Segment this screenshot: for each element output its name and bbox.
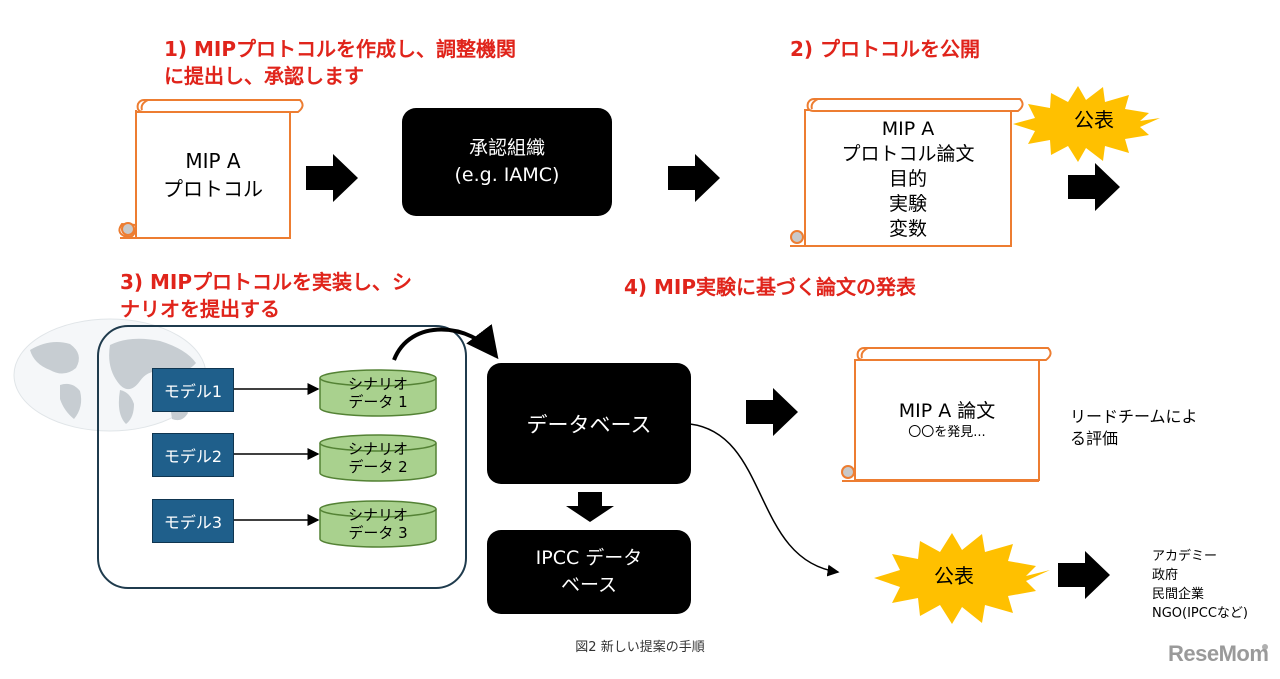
resemom-logo: ReseMom <box>1168 641 1269 666</box>
paper-scroll-subtitle: 〇〇を発見... <box>908 425 986 440</box>
approval-line1: 承認組織 <box>468 137 545 159</box>
scenario-data-3-line1: シナリオ <box>347 506 408 524</box>
scenario-data-2-label: シナリオ データ 2 <box>322 440 434 476</box>
scenario-data-2-line1: シナリオ <box>347 440 408 458</box>
model-3-box: モデル3 <box>152 499 234 543</box>
publish-curve-arrow <box>689 423 840 577</box>
publish-label-top: 公表 <box>1074 108 1114 132</box>
block-arrow-2 <box>668 154 720 202</box>
step3-heading-line1: 3) MIPプロトコルを実装し、シ <box>120 270 413 294</box>
scenario-cylinder-2 <box>319 434 437 482</box>
protocol-paper-line1: MIP A <box>881 117 935 140</box>
protocol-paper-line4: 実験 <box>888 192 927 215</box>
block-arrow-5 <box>1058 551 1110 599</box>
figure-caption: 図2 新しい提案の手順 <box>575 640 705 655</box>
protocol-scroll-line2: プロトコル <box>163 177 263 201</box>
protocol-scroll-line1: MIP A <box>185 149 241 173</box>
protocol-scroll-text: MIP A プロトコル <box>138 140 288 210</box>
logo-dot <box>1262 644 1268 650</box>
model-2-box: モデル2 <box>152 433 234 477</box>
scenario-data-1-line2: データ 1 <box>348 393 408 411</box>
scenario-cylinder-3 <box>319 500 437 548</box>
step1-heading-line1: 1) MIPプロトコルを作成し、調整機関 <box>164 37 517 61</box>
database-box: データベース <box>487 363 691 484</box>
block-arrow-4 <box>746 388 798 436</box>
protocol-paper-scroll <box>790 98 1024 247</box>
step4-heading: 4) MIP実験に基づく論文の発表 <box>624 275 917 299</box>
publish-burst-top <box>1013 86 1160 162</box>
publish-label-bottom: 公表 <box>934 564 974 588</box>
ipcc-db-line2: ベース <box>560 574 618 596</box>
protocol-paper-line5: 変数 <box>888 217 927 240</box>
submit-curve-arrow <box>392 324 499 361</box>
step1-heading-line2: に提出し、承認します <box>164 64 364 88</box>
paper-scroll-text: MIP A 論文 〇〇を発見... <box>858 392 1036 448</box>
scenario-data-1-line1: シナリオ <box>347 375 408 393</box>
scenario-data-3-label: シナリオ データ 3 <box>322 506 434 542</box>
ipcc-db-line1: IPCC データ <box>535 547 643 569</box>
publish-burst-bottom <box>874 533 1050 624</box>
protocol-paper-text: MIP A プロトコル論文 目的 実験 変数 <box>808 113 1008 245</box>
scenario-cylinder-1 <box>319 369 437 417</box>
audience-item: アカデミー <box>1152 549 1218 564</box>
lead-team-line2: る評価 <box>1070 429 1119 448</box>
audience-item: NGO(IPCCなど) <box>1152 606 1249 621</box>
paper-scroll-title: MIP A 論文 <box>898 400 996 422</box>
approval-line2: (e.g. IAMC) <box>454 164 560 186</box>
scenario-data-3-line2: データ 3 <box>348 524 408 542</box>
audience-list: アカデミー 政府 民間企業 NGO(IPCCなど) <box>1152 547 1248 623</box>
paper-scroll <box>841 347 1052 482</box>
block-arrow-down <box>566 492 614 522</box>
scenario-data-1-label: シナリオ データ 1 <box>322 375 434 411</box>
lead-team-line1: リードチームによ <box>1070 407 1198 426</box>
scenario-group-box <box>97 325 467 589</box>
approval-organization-box: 承認組織 (e.g. IAMC) <box>402 108 612 216</box>
protocol-paper-line3: 目的 <box>888 167 927 190</box>
scenario-data-2-line2: データ 2 <box>348 458 408 476</box>
model-1-box: モデル1 <box>152 368 234 412</box>
audience-item: 民間企業 <box>1152 587 1205 602</box>
protocol-scroll <box>118 99 304 239</box>
block-arrow-1 <box>306 154 358 202</box>
step3-heading-line2: ナリオを提出する <box>120 297 280 321</box>
block-arrow-3 <box>1068 163 1120 211</box>
step2-heading: 2) プロトコルを公開 <box>790 37 981 61</box>
audience-item: 政府 <box>1152 568 1179 583</box>
ipcc-database-box: IPCC データ ベース <box>487 530 691 614</box>
lead-team-evaluation: リードチームによ る評価 <box>1070 406 1198 450</box>
protocol-paper-line2: プロトコル論文 <box>841 142 975 165</box>
